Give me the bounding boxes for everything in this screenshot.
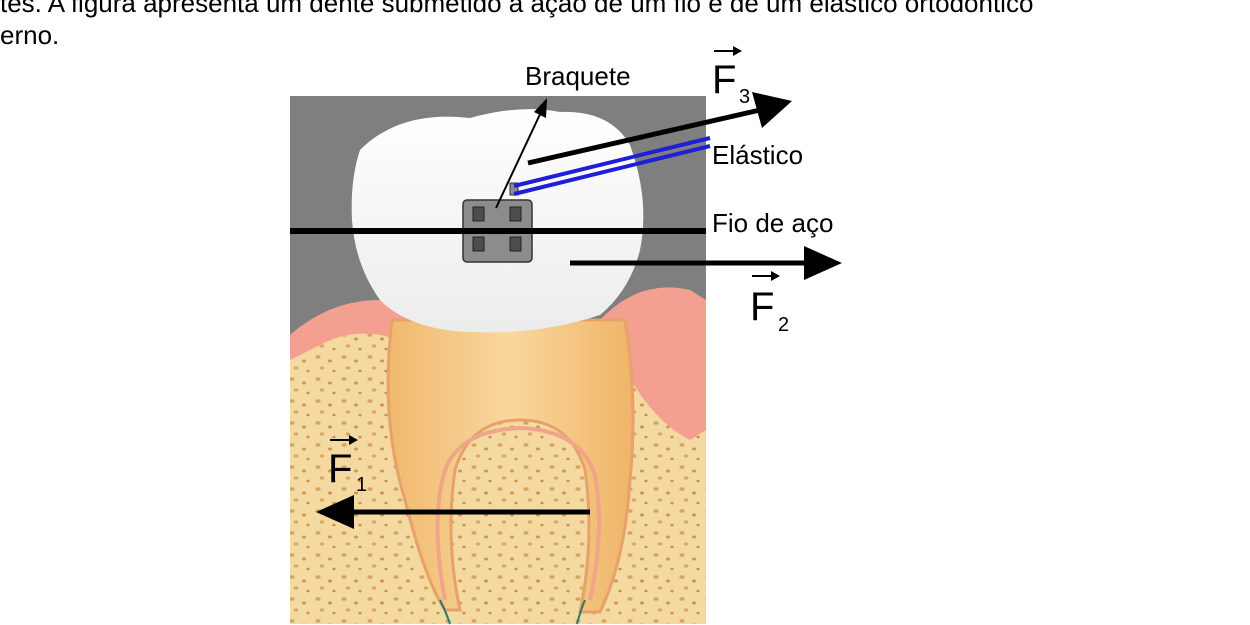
force-f1-label: F 1: [328, 435, 367, 496]
svg-text:F: F: [712, 58, 736, 102]
bracket: [462, 182, 533, 263]
gum-left: [290, 300, 420, 360]
svg-text:1: 1: [356, 474, 367, 496]
force-f3-label: F 3: [712, 46, 750, 108]
svg-text:2: 2: [778, 314, 789, 336]
elastic-band: [513, 136, 711, 196]
svg-text:F: F: [328, 447, 352, 491]
force-f2-label: F 2: [750, 271, 789, 336]
force-f2-arrow: [570, 246, 842, 280]
force-f3-arrow: [527, 92, 792, 166]
illustration-panel: [290, 96, 706, 625]
label-fio-de-aco: Fio de aço: [712, 208, 833, 238]
svg-text:F: F: [750, 285, 774, 329]
nerve-left: [439, 599, 451, 625]
nerve-right: [576, 599, 586, 625]
intro-text-line2: erno.: [0, 20, 60, 50]
label-elastico: Elástico: [712, 140, 803, 170]
braquete-pointer-arrow: [495, 98, 547, 209]
intro-text-line1: tes. A figura apresenta um dente submeti…: [0, 0, 1034, 18]
tooth-root: [386, 318, 635, 614]
label-braquete: Braquete: [525, 61, 631, 91]
pulp-canal: [435, 425, 601, 601]
svg-text:3: 3: [739, 86, 750, 108]
force-f1-arrow: [316, 495, 590, 529]
